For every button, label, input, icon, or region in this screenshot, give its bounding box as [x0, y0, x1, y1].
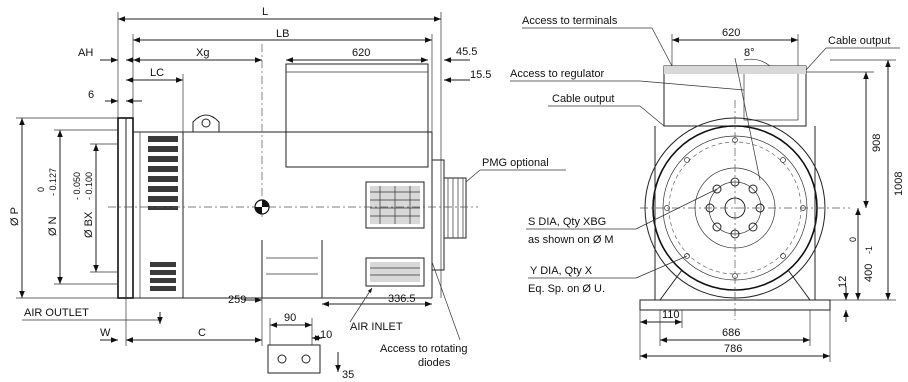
- inlet-grille: [365, 181, 425, 287]
- dim-LC: LC: [150, 67, 164, 79]
- nde-bracket: [431, 132, 445, 298]
- air-inlet-label: AIR INLET: [350, 321, 403, 333]
- terminal-box: [285, 63, 429, 168]
- dim-10: 10: [320, 329, 332, 341]
- access-rotating-label-1: Access to rotating: [380, 343, 467, 355]
- pmg-optional-label: PMG optional: [482, 157, 549, 169]
- dim-90: 90: [284, 312, 296, 324]
- dim-Xg: Xg: [196, 47, 209, 59]
- dim-15-5: 15.5: [470, 69, 491, 81]
- dim-dia-P: Ø P: [9, 207, 21, 226]
- de-bracket: [133, 131, 184, 299]
- dim-6: 6: [88, 89, 94, 101]
- dim-686: 686: [722, 327, 740, 339]
- dim-AH: AH: [78, 47, 93, 59]
- dim-L: L: [262, 6, 268, 18]
- dim-620-side: 620: [352, 47, 370, 59]
- dim-400: 400: [863, 264, 875, 282]
- access-rotating-label-2: diodes: [418, 357, 451, 369]
- side-view: L LB Xg 620 45.5 15.5 AH LC 6 Ø P: [9, 6, 566, 381]
- access-terminals-label: Access to terminals: [522, 15, 618, 27]
- s-dia-label: S DIA, Qty XBG: [528, 216, 606, 228]
- y-dia-sub-label: Eq. Sp. on Ø U.: [528, 283, 605, 295]
- pmg: [443, 177, 467, 239]
- cable-output-top-label: Cable output: [828, 35, 890, 47]
- shaft-detail: [267, 344, 321, 374]
- tol-N-lower: - 0.127: [48, 168, 58, 196]
- dim-angle: 8°: [744, 47, 755, 59]
- dim-dia-N: Ø N: [47, 216, 59, 236]
- dim-110: 110: [662, 309, 680, 321]
- dim-C: C: [198, 327, 206, 339]
- dim-1008: 1008: [893, 172, 905, 196]
- dim-12: 12: [837, 276, 849, 288]
- dim-786: 786: [724, 343, 742, 355]
- dim-W: W: [100, 327, 111, 339]
- dim-620-front: 620: [722, 27, 740, 39]
- outlet-grille: [148, 136, 178, 291]
- dim-45-5: 45.5: [456, 46, 477, 58]
- lifting-lug: [192, 114, 220, 132]
- dim-35: 35: [342, 369, 354, 381]
- dim-336-5: 336.5: [388, 293, 416, 305]
- y-dia-label: Y DIA, Qty X: [530, 265, 593, 277]
- tol-400-upper: 0: [848, 237, 858, 242]
- tol-BX-lower: - 0.100: [84, 172, 94, 200]
- foot: [261, 240, 323, 299]
- cable-output-left-label: Cable output: [552, 93, 614, 105]
- dim-LB: LB: [276, 28, 289, 40]
- front-view: 620 8° Access to terminals Access to reg…: [510, 15, 905, 362]
- s-dia-sub-label: as shown on Ø M: [528, 234, 614, 246]
- dim-dia-BX: Ø BX: [83, 211, 95, 238]
- tol-BX-upper: - 0.050: [72, 172, 82, 200]
- tol-400-lower: -1: [864, 246, 874, 254]
- access-regulator-label: Access to regulator: [510, 68, 604, 80]
- dim-908: 908: [871, 134, 883, 152]
- dim-259: 259: [228, 294, 246, 306]
- air-outlet-label: AIR OUTLET: [24, 307, 89, 319]
- tol-N-upper: 0: [36, 187, 46, 192]
